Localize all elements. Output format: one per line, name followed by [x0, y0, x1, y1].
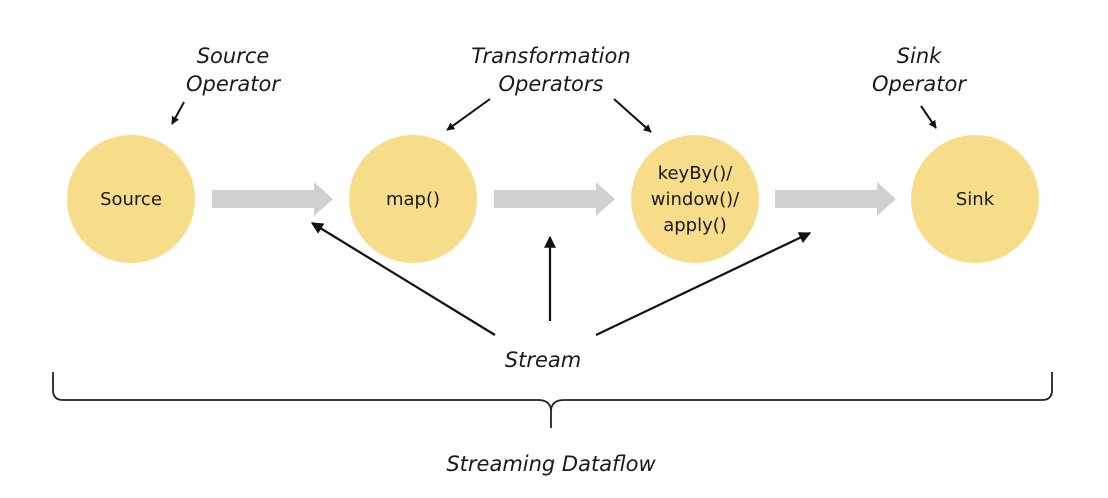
map-node-label: map()	[386, 189, 440, 210]
keyby-node-line-2: window()/	[651, 189, 740, 210]
flow-arrow-source-to-map	[212, 182, 333, 216]
sink-node-label: Sink	[956, 189, 995, 210]
sink-operator-caption-line-2: Operator	[872, 72, 967, 96]
stream-pointer-left	[310, 222, 496, 336]
source-operator-pointer	[171, 101, 185, 125]
transformation-operators-caption-line-2: Operators	[499, 72, 604, 96]
dataflow-brace	[52, 372, 1053, 428]
source-node: Source	[67, 135, 195, 263]
source-operator-caption: Source Operator	[186, 44, 281, 96]
stream-caption: Stream	[505, 348, 581, 372]
sink-operator-caption: Sink Operator	[872, 44, 967, 96]
sink-operator-caption-line-1: Sink	[897, 44, 942, 68]
keyby-node-line-1: keyBy()/	[658, 163, 734, 184]
stream-pointer-right	[595, 232, 812, 336]
transformation-operators-caption: Transformation Operators	[471, 44, 630, 96]
flow-arrow-map-to-keyby	[494, 182, 615, 216]
transformation-pointer-left	[446, 98, 491, 131]
flow-arrow-keyby-to-sink	[775, 182, 896, 216]
source-operator-caption-line-2: Operator	[186, 72, 281, 96]
sink-node: Sink	[911, 135, 1039, 263]
transformation-pointer-right	[613, 98, 652, 133]
keyby-node-line-3: apply()	[663, 215, 727, 236]
map-node: map()	[349, 135, 477, 263]
keyby-window-apply-node: keyBy()/ window()/ apply()	[631, 135, 759, 263]
source-operator-caption-line-1: Source	[197, 44, 270, 68]
dataflow-arrows	[212, 182, 896, 216]
sink-operator-pointer	[920, 105, 937, 129]
source-node-label: Source	[100, 189, 162, 210]
streaming-dataflow-caption: Streaming Dataflow	[446, 452, 656, 476]
transformation-operators-caption-line-1: Transformation	[471, 44, 630, 68]
